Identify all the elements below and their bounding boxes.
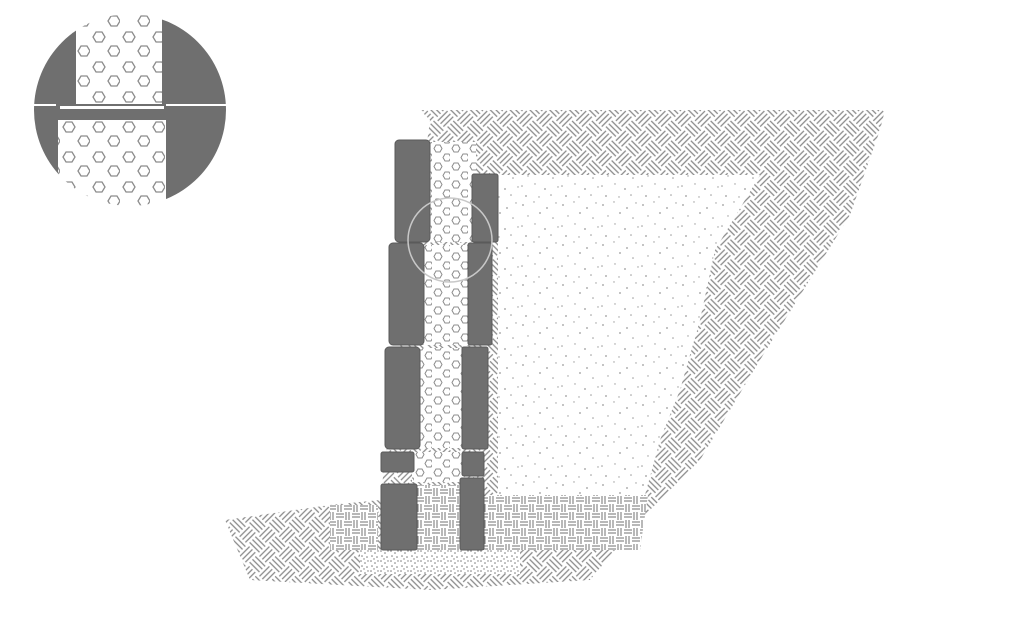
reinforced-backfill-region <box>498 175 760 495</box>
leveling-pad <box>360 550 520 574</box>
face-block <box>384 346 421 450</box>
callout-tail-block-lower <box>166 106 226 206</box>
callout-face-block-lower <box>34 106 58 206</box>
face-block <box>380 451 415 473</box>
drainage-base-layer <box>330 495 648 550</box>
tail-block <box>461 451 485 477</box>
callout-face-block-upper <box>34 14 76 104</box>
detail-reference-circle <box>407 197 493 283</box>
tail-block <box>471 173 499 243</box>
wall-course-4 <box>380 451 485 482</box>
tail-block <box>467 242 493 346</box>
tail-block <box>461 346 489 450</box>
wall-course-3 <box>384 346 489 450</box>
wall-course-1 <box>394 139 499 243</box>
wall-course-2 <box>388 242 493 346</box>
callout-tail-block-upper <box>162 14 226 104</box>
tail-block <box>459 477 485 551</box>
wall-courses <box>380 139 499 551</box>
face-block <box>380 483 418 551</box>
detail-callout <box>34 14 226 206</box>
face-block <box>394 139 431 243</box>
wall-course-5 <box>380 477 485 551</box>
face-block <box>388 242 425 346</box>
